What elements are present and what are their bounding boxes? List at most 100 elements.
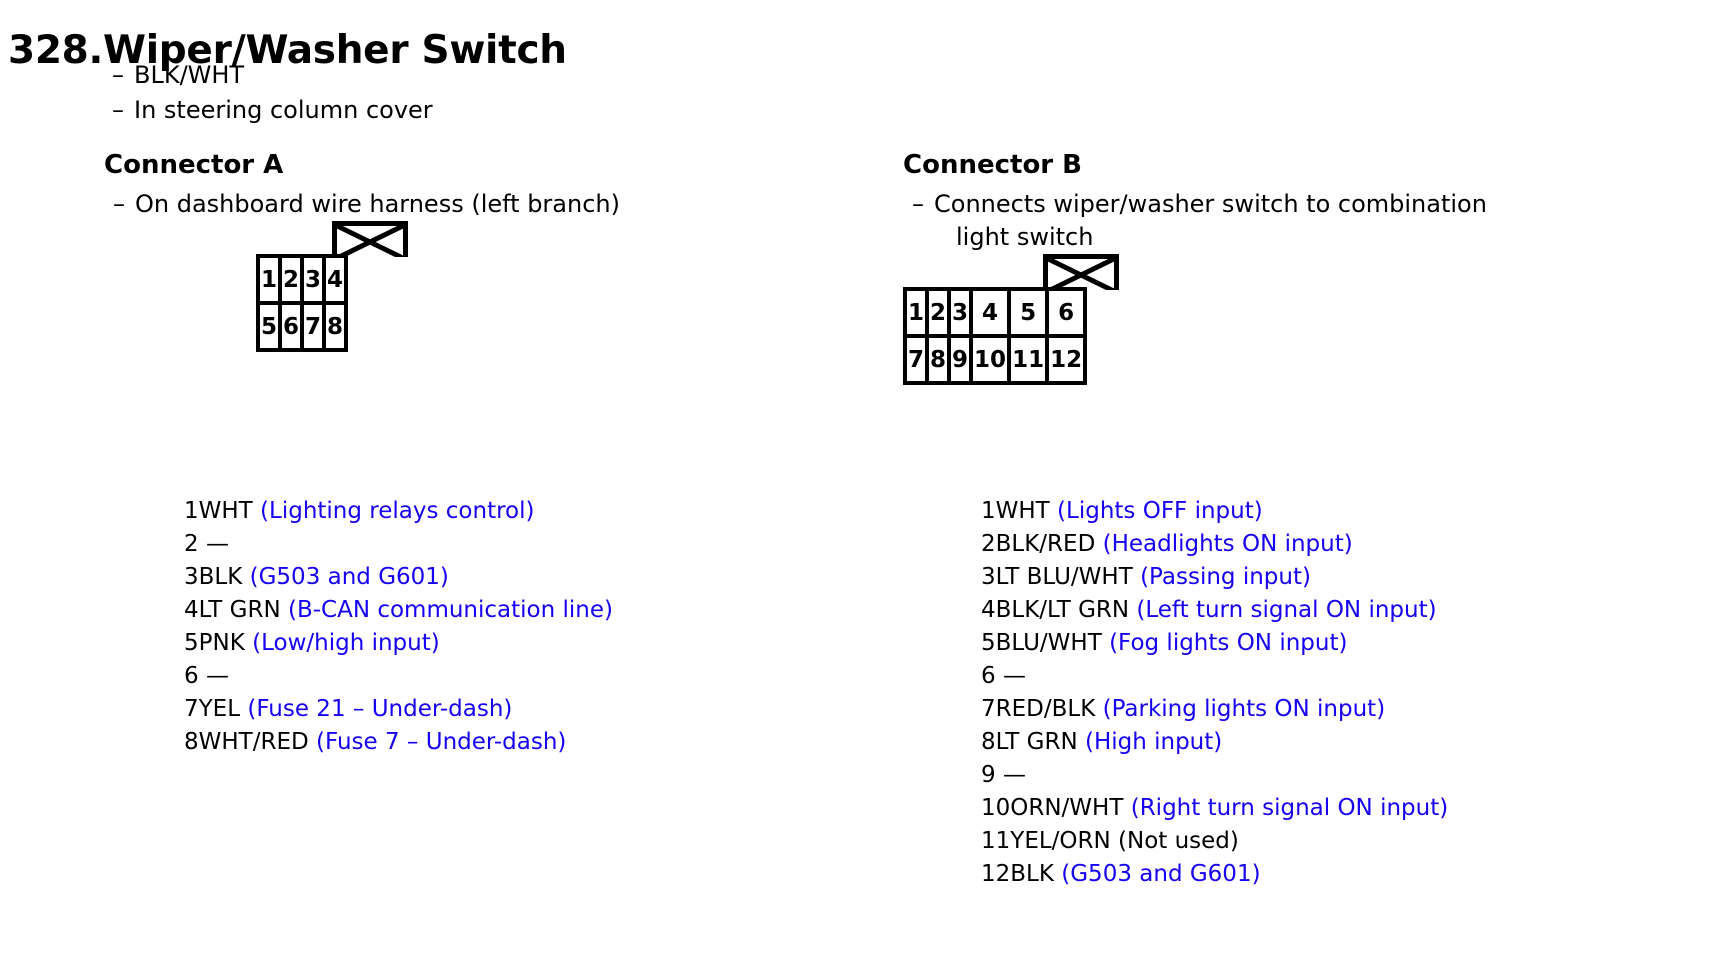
pin-label: 8WHT/RED: [184, 729, 309, 755]
pin-cell: 4: [969, 287, 1012, 338]
connector-a-description: –On dashboard wire harness (left branch): [113, 188, 773, 221]
pin-list-item: 3LT BLU/WHT (Passing input): [981, 561, 1448, 594]
pin-cell: 7: [300, 301, 327, 352]
bullet-dash-icon: –: [112, 61, 124, 89]
bullet-dash-icon: –: [912, 190, 924, 218]
pin-list-item: 7RED/BLK (Parking lights ON input): [981, 693, 1448, 726]
pin-cell: 1: [255, 254, 283, 305]
pin-description: (Left turn signal ON input): [1136, 597, 1437, 623]
note-item: –BLK/WHT: [112, 58, 433, 93]
pin-label: 1WHT: [184, 498, 253, 524]
pin-description: —: [205, 531, 229, 557]
pin-label: 3LT BLU/WHT: [981, 564, 1133, 590]
pin-description: (Low/high input): [252, 630, 440, 656]
pin-label: 12BLK: [981, 861, 1054, 887]
pin-cell: 4: [322, 254, 349, 305]
connector-b-description: –Connects wiper/washer switch to combina…: [912, 188, 1572, 254]
pin-label: 5BLU/WHT: [981, 630, 1102, 656]
pin-label: 1WHT: [981, 498, 1050, 524]
pin-description: (G503 and G601): [1061, 861, 1261, 887]
pin-grid-row: 1 2 3 4 5 6: [902, 287, 1088, 338]
note-item: –In steering column cover: [112, 93, 433, 128]
pin-list-item: 7YEL (Fuse 21 – Under-dash): [184, 693, 613, 726]
pin-description: (Parking lights ON input): [1102, 696, 1386, 722]
pin-list-item: 4LT GRN (B-CAN communication line): [184, 594, 613, 627]
pin-description: (Lights OFF input): [1057, 498, 1263, 524]
pin-list-item: 8LT GRN (High input): [981, 726, 1448, 759]
pin-cell: 2: [925, 287, 952, 338]
pin-label: 4BLK/LT GRN: [981, 597, 1130, 623]
pin-label: 6: [981, 663, 996, 689]
pin-label: 6: [184, 663, 199, 689]
pin-cell: 12: [1045, 334, 1088, 385]
connector-b-pin-list: 1WHT (Lights OFF input) 2BLK/RED (Headli…: [981, 495, 1448, 891]
pin-description: (High input): [1084, 729, 1223, 755]
pin-grid-row: 1 2 3 4: [255, 254, 349, 305]
pin-label: 8LT GRN: [981, 729, 1078, 755]
pin-description: (Headlights ON input): [1102, 531, 1353, 557]
pin-description: —: [1002, 762, 1026, 788]
pin-label: 3BLK: [184, 564, 243, 590]
connector-b-diagram-wrap: 1 2 3 4 5 6 7 8 9 10 11 12: [902, 254, 1713, 424]
pin-cell: 5: [1007, 287, 1050, 338]
document-notes-list: –BLK/WHT –In steering column cover: [112, 58, 433, 128]
pin-cell: 3: [300, 254, 327, 305]
pin-label: 11YEL/ORN: [981, 828, 1111, 854]
pin-description: (Lighting relays control): [260, 498, 535, 524]
pin-description: —: [205, 663, 229, 689]
connector-a-pin-list: 1WHT (Lighting relays control) 2 — 3BLK …: [184, 495, 613, 759]
pin-label: 9: [981, 762, 996, 788]
pin-list-item: 10ORN/WHT (Right turn signal ON input): [981, 792, 1448, 825]
pin-cell: 8: [925, 334, 952, 385]
bowtie-keyway-icon: [332, 221, 408, 257]
connector-a-section: Connector A –On dashboard wire harness (…: [104, 150, 904, 755]
pin-description: (Fuse 7 – Under-dash): [316, 729, 567, 755]
pin-list-item: 1WHT (Lighting relays control): [184, 495, 613, 528]
pin-list-item: 2 —: [184, 528, 613, 561]
pin-list-item: 6 —: [981, 660, 1448, 693]
pin-label: 7RED/BLK: [981, 696, 1096, 722]
pin-description: (Fog lights ON input): [1109, 630, 1348, 656]
pin-cell: 11: [1007, 334, 1050, 385]
connector-b-description-text-line2: light switch: [956, 223, 1094, 251]
pin-cell: 6: [1045, 287, 1088, 338]
note-text: BLK/WHT: [134, 61, 245, 89]
pin-label: 2BLK/RED: [981, 531, 1096, 557]
connector-a-description-text: On dashboard wire harness (left branch): [135, 190, 620, 218]
connector-b-pin-grid: 1 2 3 4 5 6 7 8 9 10 11 12: [902, 287, 1088, 385]
pin-list-item: 5BLU/WHT (Fog lights ON input): [981, 627, 1448, 660]
bullet-dash-icon: –: [112, 96, 124, 124]
pin-description: (Fuse 21 – Under-dash): [247, 696, 513, 722]
connector-a-pin-grid: 1 2 3 4 5 6 7 8: [255, 254, 349, 352]
bullet-dash-icon: –: [113, 190, 125, 218]
pin-cell: 8: [322, 301, 349, 352]
pin-label: 2: [184, 531, 199, 557]
note-text: In steering column cover: [134, 96, 433, 124]
pin-label: 5PNK: [184, 630, 245, 656]
pin-list-item: 8WHT/RED (Fuse 7 – Under-dash): [184, 726, 613, 759]
pin-list-item: 2BLK/RED (Headlights ON input): [981, 528, 1448, 561]
pin-cell: 1: [902, 287, 930, 338]
pin-label: 10ORN/WHT: [981, 795, 1124, 821]
pin-label: 7YEL: [184, 696, 241, 722]
pin-grid-row: 5 6 7 8: [255, 301, 349, 352]
pin-list-item: 3BLK (G503 and G601): [184, 561, 613, 594]
pin-label: 4LT GRN: [184, 597, 281, 623]
pin-cell: 5: [255, 301, 283, 352]
pin-list-item: 1WHT (Lights OFF input): [981, 495, 1448, 528]
pin-list-item: 12BLK (G503 and G601): [981, 858, 1448, 891]
pin-description: (Not used): [1118, 828, 1239, 854]
connector-b-section: Connector B –Connects wiper/washer switc…: [902, 150, 1713, 887]
pin-cell: 2: [278, 254, 305, 305]
pin-description: —: [1002, 663, 1026, 689]
pin-description: (Right turn signal ON input): [1130, 795, 1449, 821]
pin-description: (G503 and G601): [249, 564, 449, 590]
pin-description: (B-CAN communication line): [287, 597, 613, 623]
connector-b-title: Connector B: [903, 150, 1082, 180]
pin-cell: 6: [278, 301, 305, 352]
connector-a-diagram-wrap: 1 2 3 4 5 6 7 8: [104, 221, 904, 391]
pin-cell: 3: [947, 287, 974, 338]
connector-a-title: Connector A: [104, 150, 284, 180]
pin-description: (Passing input): [1140, 564, 1311, 590]
pin-list-item: 4BLK/LT GRN (Left turn signal ON input): [981, 594, 1448, 627]
